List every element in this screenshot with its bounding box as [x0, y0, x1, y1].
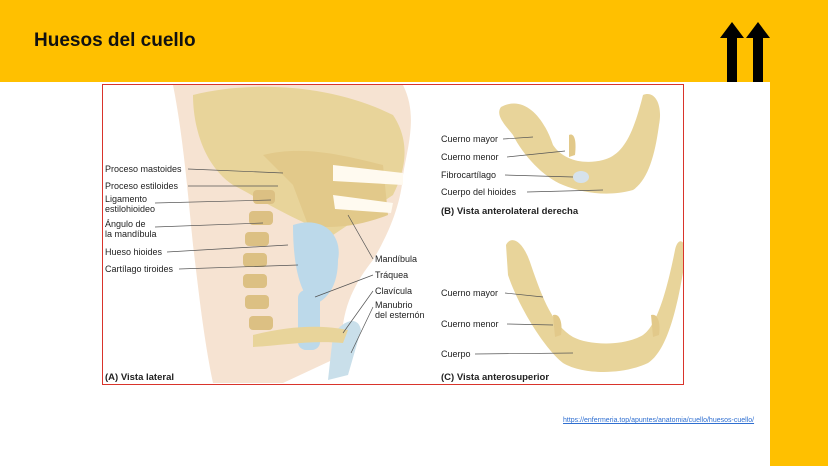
label-trachea: Tráquea: [375, 270, 409, 280]
header-band: [0, 0, 828, 82]
label-mastoid-process: Proceso mastoides: [105, 164, 182, 174]
logo-arrows-icon: [720, 22, 770, 82]
label-b-lesser-horn: Cuerno menor: [441, 152, 499, 162]
hyoid-anterosuperior-drawing: [506, 240, 683, 372]
anatomy-illustration: [154, 85, 683, 383]
label-angle-of: Ángulo de: [105, 219, 146, 229]
label-b-hyoid-body: Cuerpo del hioides: [441, 187, 517, 197]
label-mandible: Mandíbula: [375, 254, 418, 264]
hyoid-anterolateral-drawing: [499, 94, 661, 194]
label-hyoid-bone: Hueso hioides: [105, 247, 163, 257]
label-b-greater-horn: Cuerno mayor: [441, 134, 499, 144]
caption-lateral-view: (A) Vista lateral: [105, 372, 174, 383]
label-c-lesser-horn: Cuerno menor: [441, 319, 499, 329]
label-leader-lines: [154, 136, 604, 355]
anatomy-figure: Proceso mastoides Proceso estiloides Lig…: [102, 84, 684, 385]
caption-anterosuperior-view: (C) Vista anterosuperior: [441, 372, 550, 383]
label-stylohyoid: estilohioideo: [105, 204, 156, 214]
source-link[interactable]: https://enfermeria.top/apuntes/anatomia/…: [563, 417, 755, 424]
label-c-greater-horn: Cuerno mayor: [441, 288, 499, 298]
neck-lateral-drawing: [173, 85, 411, 383]
slide-title: Huesos del cuello: [34, 30, 196, 51]
caption-anterolateral-view: (B) Vista anterolateral derecha: [441, 206, 579, 217]
label-styloid-process: Proceso estiloides: [105, 181, 179, 191]
label-c-body: Cuerpo: [441, 349, 471, 359]
label-ligament: Ligamento: [105, 194, 148, 204]
label-mandible-angle: la mandíbula: [105, 229, 157, 239]
label-thyroid-cartilage: Cartílago tiroides: [105, 264, 174, 274]
label-b-fibrocartilage: Fibrocartílago: [441, 170, 497, 180]
label-manubrium: Manubrio: [375, 300, 413, 310]
label-sternum: del esternón: [375, 310, 425, 320]
side-band: [770, 82, 828, 466]
label-clavicle: Clavícula: [375, 286, 413, 296]
